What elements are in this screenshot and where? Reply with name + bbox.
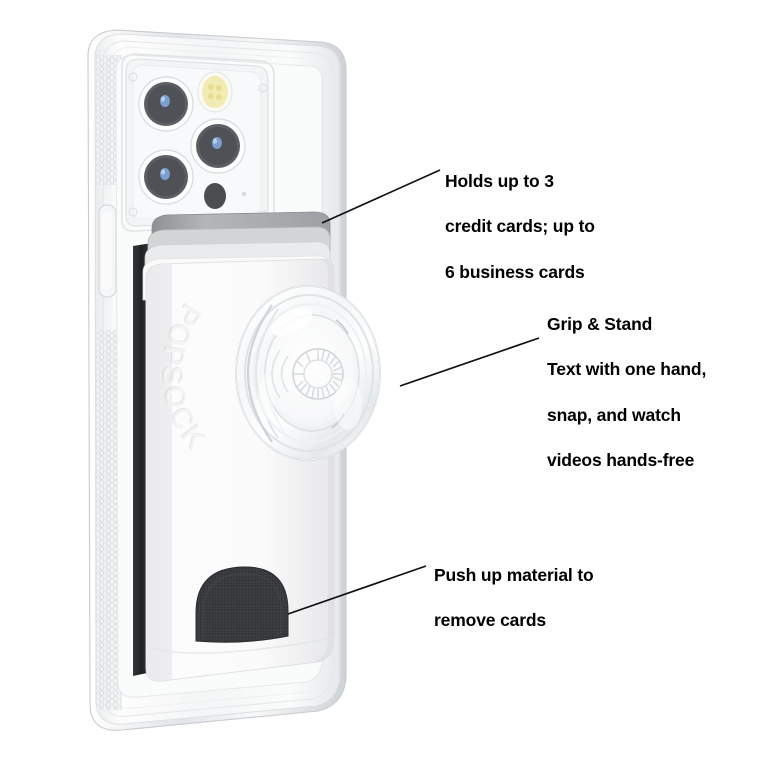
callout-grip-and-stand-line-1: Grip & Stand (547, 313, 653, 334)
callout-grip-and-stand-line-2: Text with one hand, (547, 359, 707, 380)
callout-grip-and-stand-line-3: snap, and watch (547, 404, 681, 425)
callout-grip-and-stand: Grip & Stand Text with one hand, snap, a… (547, 290, 706, 495)
callout-card-capacity-line-2: credit cards; up to (445, 216, 595, 237)
popsocket-grip (235, 285, 381, 461)
callout-card-capacity-line-1: Holds up to 3 (445, 170, 554, 191)
callout-grip-and-stand-line-4: videos hands-free (547, 450, 695, 471)
callout-push-up-material: Push up material to remove cards (434, 541, 594, 655)
leader-line-grip (399, 337, 540, 387)
thumb-cutout (195, 566, 289, 643)
leader-line-cards (321, 169, 441, 224)
grip-scallops (271, 349, 289, 399)
camera-lens-right (190, 118, 246, 174)
camera-lens-top-left (138, 76, 194, 132)
grip-tick-top (335, 319, 349, 335)
callout-push-up-line-1: Push up material to (434, 564, 594, 585)
callout-card-capacity: Holds up to 3 credit cards; up to 6 busi… (445, 147, 595, 306)
grip-tick-bottom (331, 413, 345, 429)
lidar-sensor (204, 183, 226, 209)
callout-card-capacity-line-3: 6 business cards (445, 261, 585, 282)
leader-line-push (287, 565, 427, 615)
camera-module (121, 53, 275, 232)
camera-lens-bottom-left (138, 149, 194, 205)
leader-lines (287, 169, 540, 615)
camera-flash (197, 71, 233, 113)
callout-push-up-line-2: remove cards (434, 610, 547, 631)
microphone-hole (241, 191, 247, 197)
grip-sunburst (292, 348, 344, 400)
